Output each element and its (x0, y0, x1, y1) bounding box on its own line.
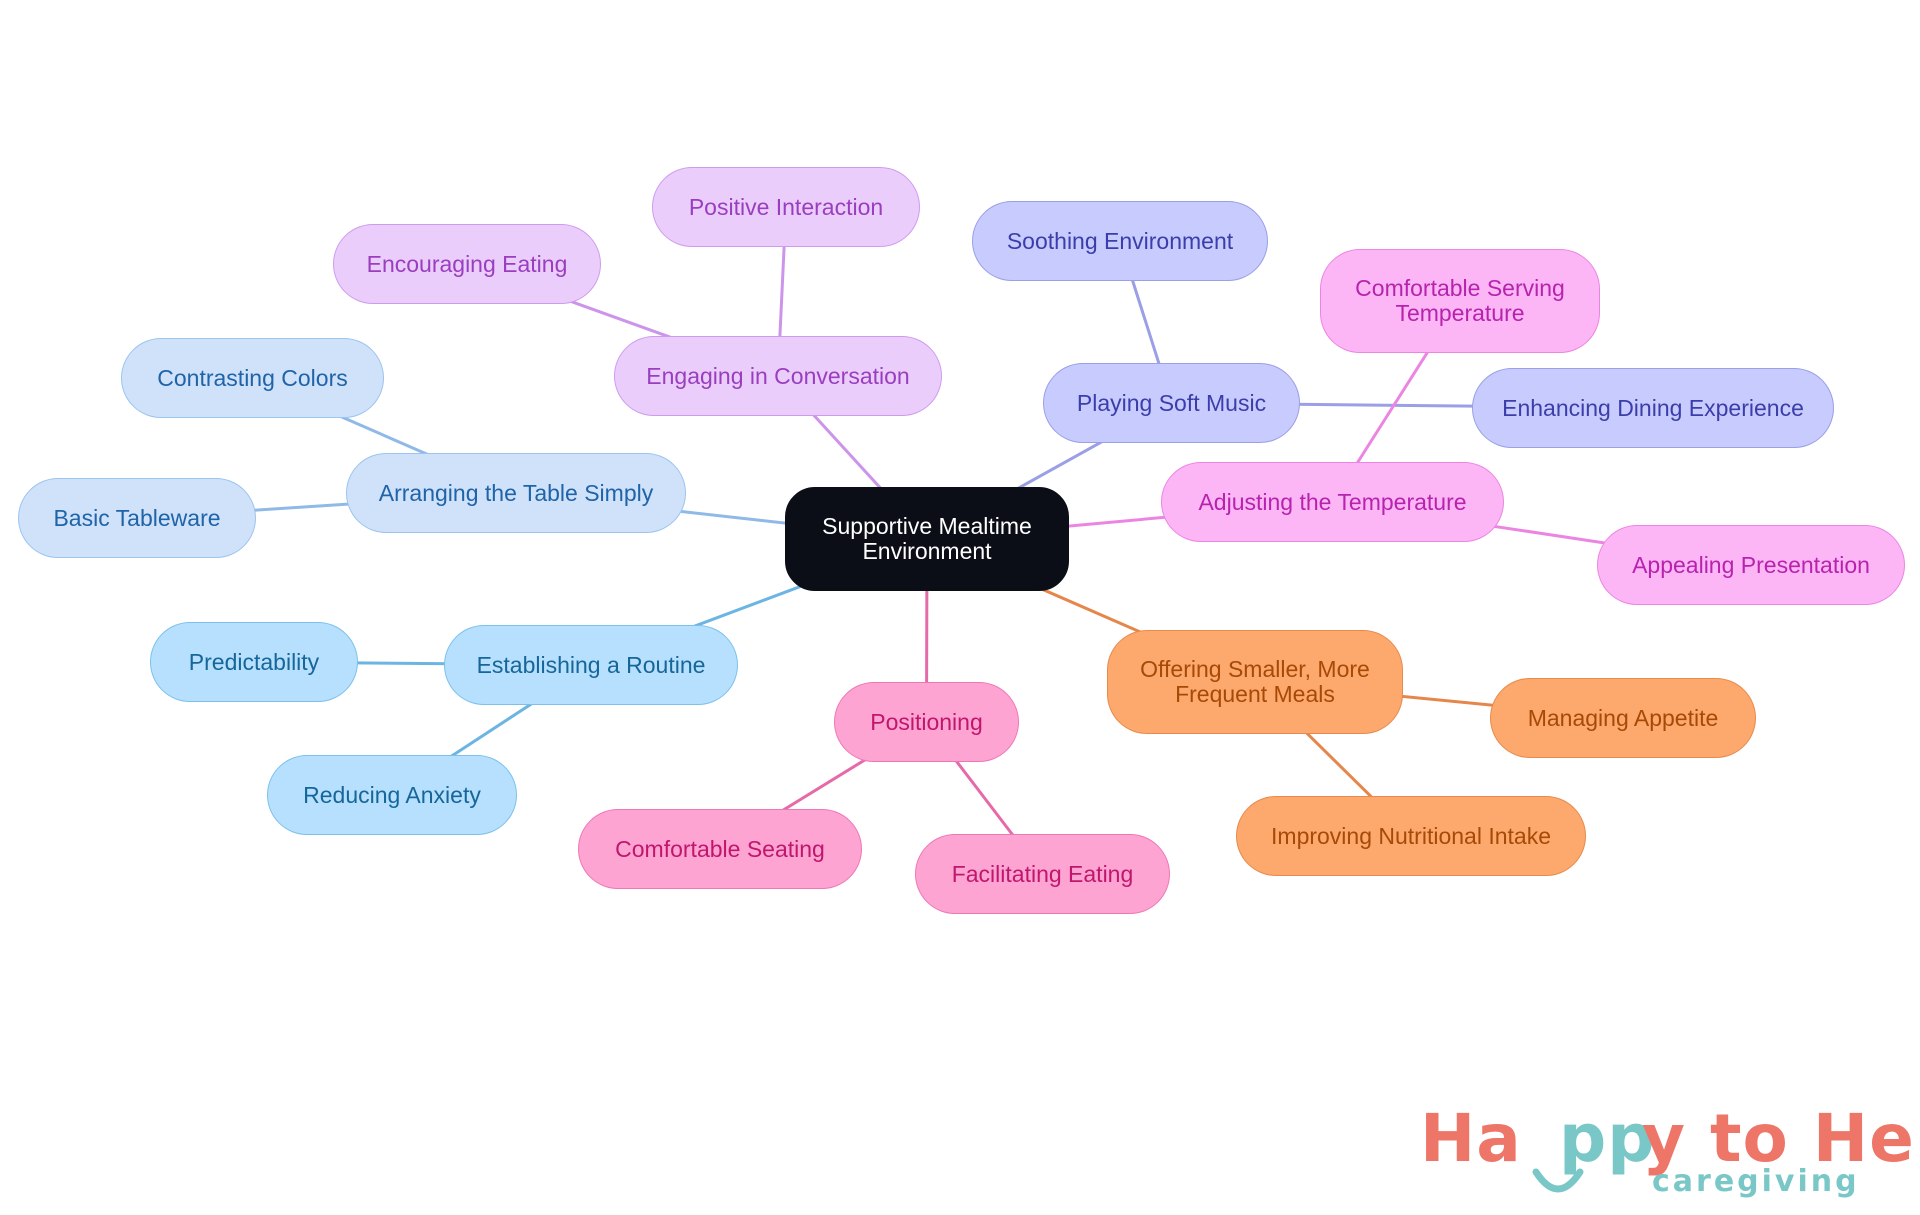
node-label: Predictability (188, 648, 320, 675)
node-anxiety: Reducing Anxiety (267, 755, 517, 835)
node-label: Reducing Anxiety (303, 781, 481, 808)
node-convo: Engaging in Conversation (614, 336, 942, 416)
logo-text-pp: pp (1559, 1100, 1656, 1177)
node-positive: Positive Interaction (652, 167, 920, 247)
node-routine: Establishing a Routine (444, 625, 738, 705)
node-position: Positioning (834, 682, 1019, 762)
logo-text-ha: Ha (1420, 1100, 1522, 1177)
node-seating: Comfortable Seating (578, 809, 862, 889)
node-label: Basic Tableware (53, 504, 221, 531)
node-serving: Comfortable Serving Temperature (1320, 249, 1600, 353)
root-node: Supportive Mealtime Environment (785, 487, 1069, 591)
node-label: Establishing a Routine (476, 651, 706, 678)
node-label: Engaging in Conversation (646, 362, 910, 389)
smile-icon (1532, 1168, 1584, 1193)
node-label: Positive Interaction (688, 193, 884, 220)
node-label: Adjusting the Temperature (1198, 488, 1467, 515)
node-label: Managing Appetite (1527, 704, 1719, 731)
node-label: Facilitating Eating (951, 860, 1134, 887)
node-dining: Enhancing Dining Experience (1472, 368, 1834, 448)
node-facilitate: Facilitating Eating (915, 834, 1170, 914)
node-tableware: Basic Tableware (18, 478, 256, 558)
node-label: Soothing Environment (1006, 227, 1234, 254)
node-label: Positioning (870, 708, 983, 735)
node-label: Comfortable Seating (615, 835, 825, 862)
node-label: Contrasting Colors (157, 364, 348, 391)
node-music: Playing Soft Music (1043, 363, 1300, 443)
node-soothe: Soothing Environment (972, 201, 1268, 281)
node-label: Appealing Presentation (1632, 551, 1870, 578)
node-appeal: Appealing Presentation (1597, 525, 1905, 605)
node-label: Improving Nutritional Intake (1271, 822, 1551, 849)
node-meals: Offering Smaller, More Frequent Meals (1107, 630, 1403, 734)
node-table: Arranging the Table Simply (346, 453, 686, 533)
node-label: Encouraging Eating (366, 250, 568, 277)
node-appetite: Managing Appetite (1490, 678, 1756, 758)
node-label: Arranging the Table Simply (378, 479, 654, 506)
node-temp: Adjusting the Temperature (1161, 462, 1504, 542)
node-label: Offering Smaller, More Frequent Meals (1140, 656, 1370, 707)
logo-text-rest: y to Help (1642, 1100, 1920, 1177)
node-label: Playing Soft Music (1076, 389, 1267, 416)
node-encourage: Encouraging Eating (333, 224, 601, 304)
node-nutrition: Improving Nutritional Intake (1236, 796, 1586, 876)
happy-to-help-logo: Ha pp y to Help caregiving (1420, 1100, 1920, 1210)
node-label: Supportive Mealtime Environment (822, 513, 1032, 564)
node-contrast: Contrasting Colors (121, 338, 384, 418)
node-label: Enhancing Dining Experience (1502, 394, 1804, 421)
node-predict: Predictability (150, 622, 358, 702)
logo-tagline: caregiving (1652, 1164, 1860, 1199)
node-label: Comfortable Serving Temperature (1355, 275, 1565, 326)
